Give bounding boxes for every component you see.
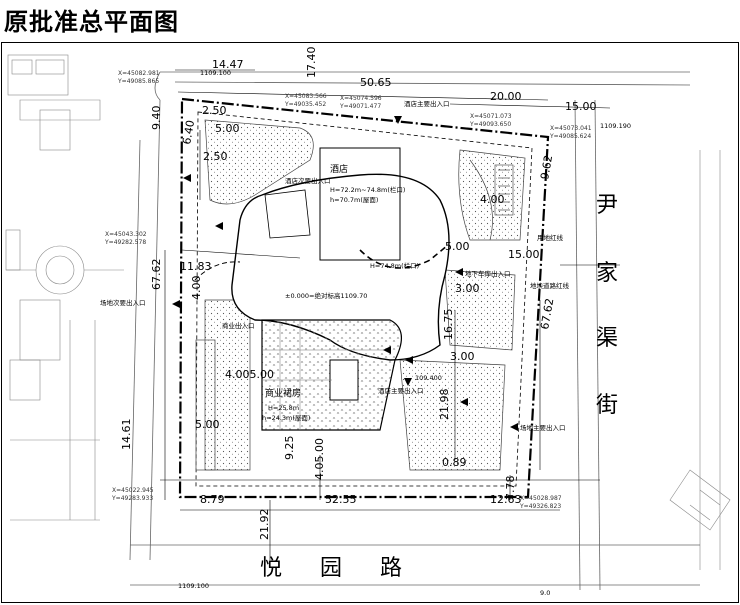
- elev-e: 9.0: [540, 589, 550, 597]
- parking-stalls: [494, 164, 514, 216]
- coord-5-y: Y=49085.624: [549, 133, 591, 140]
- east-street-char-4: 街: [596, 393, 618, 418]
- hotel-tower: [231, 173, 450, 361]
- elev-a: 109.400: [415, 374, 442, 382]
- coord-7-y: Y=49283.933: [111, 495, 153, 502]
- label-site-sub: 场地次要出入口: [100, 298, 146, 307]
- dim-right-7: 3.00: [450, 350, 475, 363]
- coord-4-y: Y=49093.650: [469, 121, 511, 128]
- coord-3-x: X=45074.596: [340, 95, 382, 102]
- dim-right-3: 5.00: [445, 240, 470, 253]
- label-hotel-entry: 酒店主要出入口: [404, 99, 450, 108]
- coord-1-x: X=45082.981: [118, 70, 160, 77]
- dim-left-1: 9.40: [150, 106, 163, 131]
- coord-5-x: X=45073.041: [550, 125, 592, 132]
- dim-top-4: 15.00: [565, 100, 597, 113]
- coord-6-y: Y=49282.578: [104, 239, 146, 246]
- commercial-height-1: H=25.8m: [268, 404, 299, 412]
- coord-6-x: X=45043.302: [105, 231, 147, 238]
- dimension-lines: [160, 69, 620, 560]
- label-commercial-entry: 商业出入口: [222, 321, 255, 330]
- driveway-left: [194, 261, 241, 281]
- dim-left-3: 5.00: [215, 122, 240, 135]
- dim-left-4: 2.50: [203, 150, 228, 163]
- elev-b: 1109.100: [178, 582, 209, 590]
- dim-right-1: 9.62: [538, 154, 555, 180]
- hotel-name: 酒店: [330, 163, 348, 175]
- drawing-frame: [1, 42, 739, 603]
- landscape: [204, 119, 526, 471]
- coord-3-y: Y=49071.477: [339, 103, 381, 110]
- label-garage-entry: 地下车库出入口: [465, 269, 511, 278]
- dim-left-6: 4.00: [190, 276, 203, 301]
- coord-8-y: Y=49326.823: [519, 503, 561, 510]
- label-site-main: 场地主要出入口: [520, 423, 566, 432]
- dim-right-6: 16.75: [442, 309, 455, 341]
- label-hotel-service: 酒店次要出入口: [285, 176, 331, 185]
- dim-bottom-6: 4.05.00: [313, 438, 326, 480]
- hotel-core: [319, 147, 401, 261]
- dim-left-8: 5.00: [195, 418, 220, 431]
- dim-right-4: 15.00: [508, 248, 540, 261]
- dim-bottom-2: 52.55: [325, 493, 357, 506]
- dim-left-9: 14.61: [120, 419, 133, 451]
- entry-arrows: [172, 116, 518, 431]
- dim-bottom-4: 21.92: [258, 509, 271, 541]
- dim-right-2: 4.00: [480, 193, 505, 206]
- coord-1-y: Y=49085.865: [117, 78, 159, 85]
- dim-left-7: 4.005.00: [225, 368, 274, 381]
- dim-mid-2: 6.40: [180, 119, 197, 145]
- south-street-char-3: 路: [380, 556, 402, 581]
- podium-atrium: [329, 359, 359, 401]
- setback-line: [195, 111, 533, 487]
- dim-mid-1: 11.83: [180, 260, 212, 273]
- commercial-name: 商业裙房: [265, 387, 301, 399]
- dim-right-11: 67.62: [538, 297, 556, 330]
- label-red-line: 用地红线: [537, 233, 564, 242]
- dim-right-8: 21.98: [438, 389, 451, 421]
- page-title: 原批准总平面图: [4, 8, 179, 36]
- south-street-char-1: 悦: [260, 556, 282, 581]
- dim-neg: 17.40: [305, 47, 318, 79]
- coord-2-x: X=45083.566: [285, 93, 327, 100]
- east-street-char-2: 家: [596, 261, 618, 286]
- context-left: [5, 54, 124, 521]
- elev-c: 1109.100: [200, 69, 231, 77]
- coord-7-x: X=45022.945: [112, 487, 154, 494]
- dim-top-2: 50.65: [360, 76, 392, 89]
- label-road-red: 地块道路红线: [530, 281, 570, 290]
- east-street-char-3: 渠: [596, 326, 618, 351]
- dim-bottom-5: 9.25: [283, 436, 296, 461]
- dim-left-2: 2.50: [202, 104, 227, 117]
- coord-4-x: X=45071.073: [470, 113, 512, 120]
- hotel-height-2: h=70.7m(屋面): [330, 196, 378, 204]
- hotel-height-1: H=72.2m~74.8m(栏口): [330, 185, 405, 194]
- drop-off-arc: [359, 244, 449, 269]
- dim-right-5: 3.00: [455, 282, 480, 295]
- coord-2-y: Y=49035.452: [284, 101, 326, 108]
- south-street-char-2: 园: [320, 556, 342, 581]
- dim-top-1: 14.47: [212, 58, 244, 71]
- elev-d: 1109.190: [600, 122, 631, 130]
- commercial-height-2: h=24.3m(屋面): [262, 414, 310, 422]
- dim-bottom-3: 12.63: [490, 493, 522, 506]
- dim-left-5: 67.62: [150, 259, 163, 291]
- context-right: [669, 150, 731, 570]
- dim-bottom-1: 8.79: [200, 493, 225, 506]
- dim-right-10: 7.78: [504, 476, 517, 501]
- east-street-char-1: 尹: [596, 193, 618, 218]
- label-hotel-main: 酒店主要出入口: [378, 386, 424, 395]
- hotel-height-3: H=74.8m(栏口): [370, 261, 419, 270]
- site-boundary: [178, 97, 550, 499]
- dim-right-9: 0.89: [442, 456, 467, 469]
- elevation-datum: ±0.000=绝对标高1109.70: [285, 291, 367, 300]
- roads: [129, 71, 700, 591]
- coord-8-x: X=45028.987: [520, 495, 562, 502]
- dim-top-3: 20.00: [490, 90, 522, 103]
